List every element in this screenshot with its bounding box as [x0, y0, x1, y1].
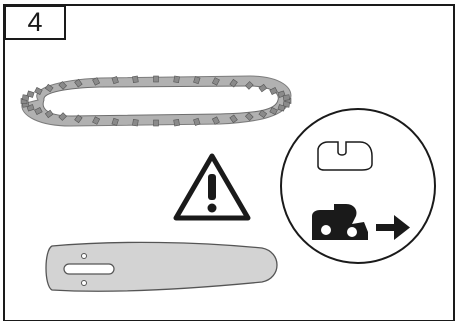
- chain-tooth: [92, 116, 101, 125]
- chain-tooth: [229, 114, 238, 124]
- chain-tooth: [44, 83, 54, 93]
- chain-tooth: [258, 83, 268, 93]
- chain-tooth: [282, 101, 291, 108]
- chain-tooth: [244, 81, 254, 90]
- guide-bar-slot: [63, 263, 115, 275]
- chain-tooth: [211, 77, 220, 86]
- chain-tooth: [269, 87, 278, 95]
- guide-bar: [45, 241, 278, 292]
- chain-tooth: [277, 104, 286, 112]
- chain-tooth: [111, 76, 119, 85]
- chain-tooth-icon: [317, 141, 373, 171]
- chain-tooth: [173, 119, 180, 127]
- chain-tooth: [44, 109, 54, 119]
- chain-tooth: [282, 94, 291, 101]
- chain-tooth: [132, 75, 139, 83]
- chain-tooth: [58, 81, 68, 90]
- guide-bar-hole-bottom: [81, 280, 87, 286]
- chain-tooth: [58, 112, 68, 121]
- chain-tooth: [153, 119, 159, 127]
- chain-tooth: [92, 77, 101, 86]
- chain-tooth: [211, 116, 220, 125]
- step-number-box: 4: [4, 5, 66, 40]
- arrow-right-icon: [376, 215, 410, 240]
- step-number: 4: [27, 7, 43, 37]
- chain-tooth: [193, 117, 201, 126]
- saw-chain: [20, 75, 292, 127]
- chain-tooth: [153, 75, 159, 83]
- chain-tooth: [34, 87, 43, 95]
- chain-tooth: [74, 78, 83, 88]
- chain-tooth: [244, 112, 254, 121]
- chain-tooth: [26, 90, 35, 98]
- chain-tooth: [258, 109, 268, 119]
- chain-detail-callout: [280, 108, 436, 264]
- chain-tooth: [111, 117, 119, 126]
- chain-tooth: [74, 114, 83, 124]
- chain-link-direction-icon: [312, 204, 368, 240]
- chain-tooth: [269, 107, 278, 115]
- chain-tooth: [229, 78, 238, 88]
- guide-bar-hole-top: [81, 253, 87, 259]
- chain-tooth: [132, 119, 139, 127]
- warning-icon: [173, 153, 251, 221]
- chain-tooth: [173, 75, 180, 83]
- chain-tooth: [193, 76, 201, 85]
- chain-tooth: [34, 107, 43, 115]
- chain-tooth: [21, 94, 30, 101]
